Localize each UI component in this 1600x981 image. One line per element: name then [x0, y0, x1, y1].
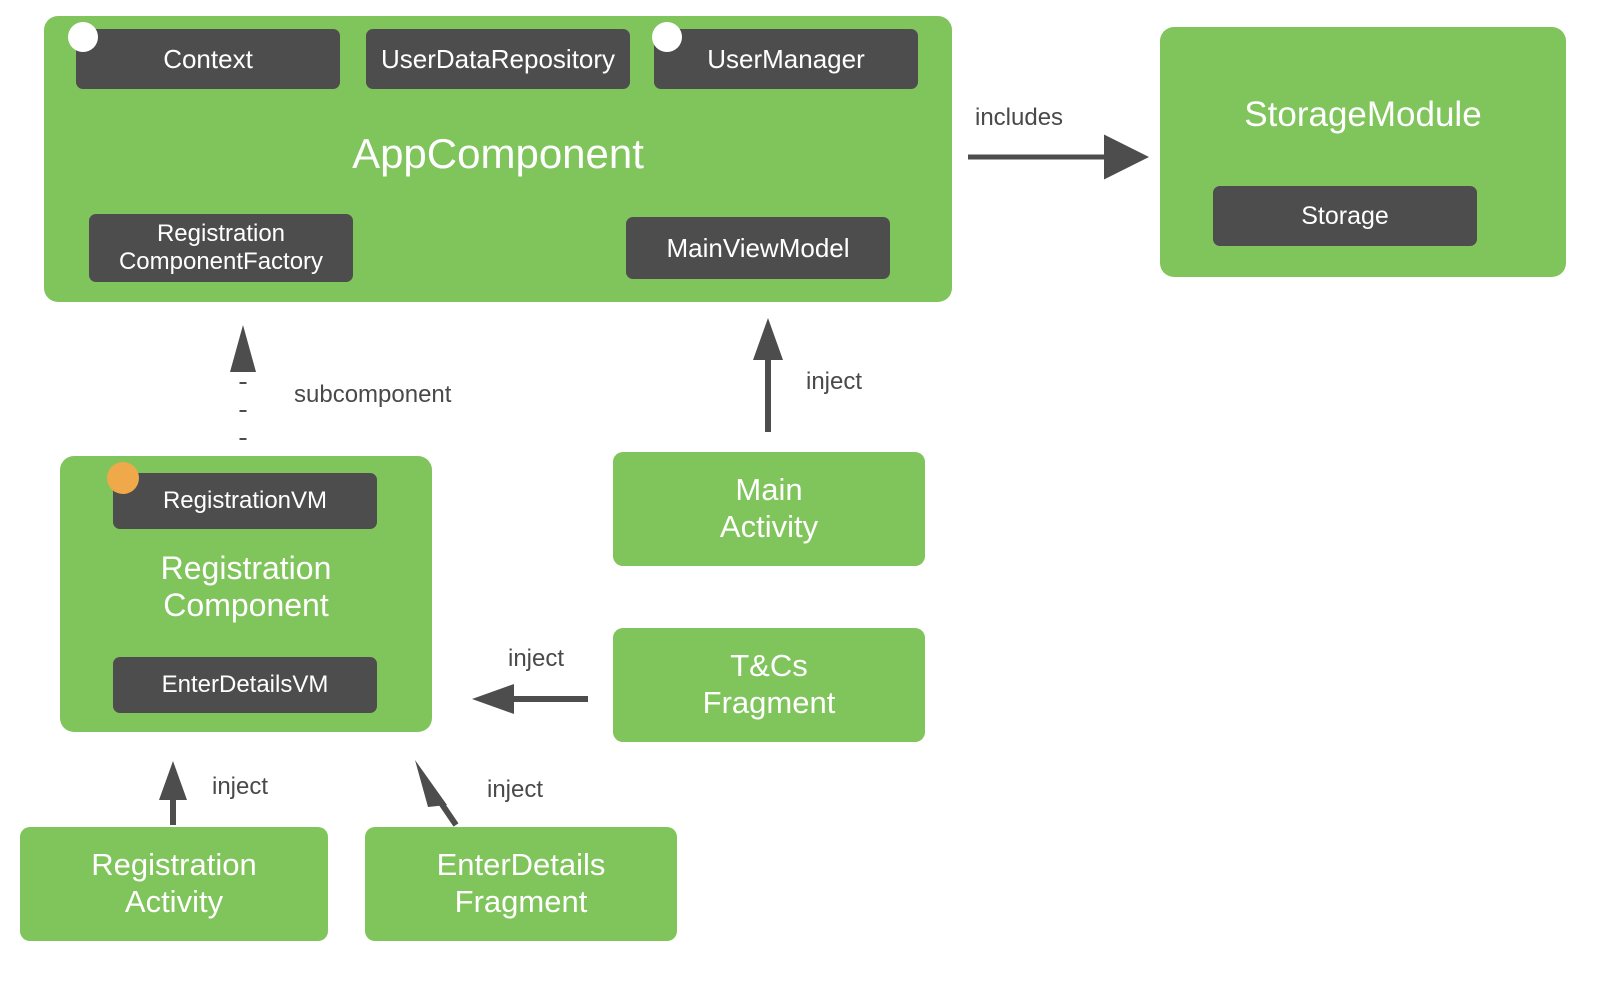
- scope-dot-registration-vm-scoped: [107, 462, 139, 494]
- edge-inject-main-activity: [753, 318, 783, 432]
- dependency-enter-details-vm-label: EnterDetailsVM: [161, 671, 329, 699]
- node-enter-details-fragment-label: EnterDetails Fragment: [436, 847, 606, 919]
- node-registration-activity-label: Registration Activity: [91, 847, 257, 919]
- node-enter-details-fragment[interactable]: EnterDetails Fragment: [365, 827, 677, 941]
- edge-inject-registration-activity: [159, 761, 187, 825]
- dependency-user-manager[interactable]: UserManager: [654, 29, 918, 89]
- dependency-main-view-model[interactable]: MainViewModel: [626, 217, 890, 279]
- dependency-user-data-repository[interactable]: UserDataRepository: [366, 29, 630, 89]
- dependency-main-view-model-label: MainViewModel: [666, 232, 850, 263]
- edge-label-inject-enter-details-fragment: inject: [487, 776, 544, 803]
- edge-label-inject-tcs-fragment: inject: [508, 645, 565, 672]
- dependency-registration-component-factory-label: Registration ComponentFactory: [118, 220, 324, 275]
- edge-subcomponent: [230, 325, 256, 440]
- dependency-registration-vm-label: RegistrationVM: [162, 487, 328, 515]
- edge-inject-tcs-fragment: [472, 684, 588, 714]
- dependency-enter-details-vm[interactable]: EnterDetailsVM: [113, 657, 377, 713]
- node-main-activity-label: Main Activity: [719, 472, 819, 544]
- scope-dot-context-unscoped: [68, 22, 98, 52]
- edge-label-subcomponent: subcomponent: [294, 381, 452, 408]
- dependency-registration-vm[interactable]: RegistrationVM: [113, 473, 377, 529]
- node-registration-activity[interactable]: Registration Activity: [20, 827, 328, 941]
- dependency-user-data-repository-label: UserDataRepository: [380, 43, 616, 74]
- edge-label-inject-main-activity: inject: [806, 368, 863, 395]
- dependency-user-manager-label: UserManager: [707, 43, 865, 74]
- edge-label-includes: includes: [975, 104, 1064, 131]
- storage-module-title: StorageModule: [1244, 95, 1482, 134]
- dependency-context[interactable]: Context: [76, 29, 340, 89]
- dependency-storage-label: Storage: [1301, 201, 1389, 230]
- scope-dot-user-manager-unscoped: [652, 22, 682, 52]
- registration-component-title: Registration Component: [160, 550, 332, 623]
- node-tcs-fragment[interactable]: T&Cs Fragment: [613, 628, 925, 742]
- app-component-title: AppComponent: [352, 130, 644, 177]
- edge-inject-enter-details-fragment: [415, 760, 459, 827]
- edge-label-inject-registration-activity: inject: [212, 773, 269, 800]
- node-tcs-fragment-label: T&Cs Fragment: [702, 648, 836, 720]
- dependency-context-label: Context: [163, 43, 253, 74]
- dependency-storage[interactable]: Storage: [1213, 186, 1477, 246]
- dependency-registration-component-factory[interactable]: Registration ComponentFactory: [89, 214, 353, 282]
- node-main-activity[interactable]: Main Activity: [613, 452, 925, 566]
